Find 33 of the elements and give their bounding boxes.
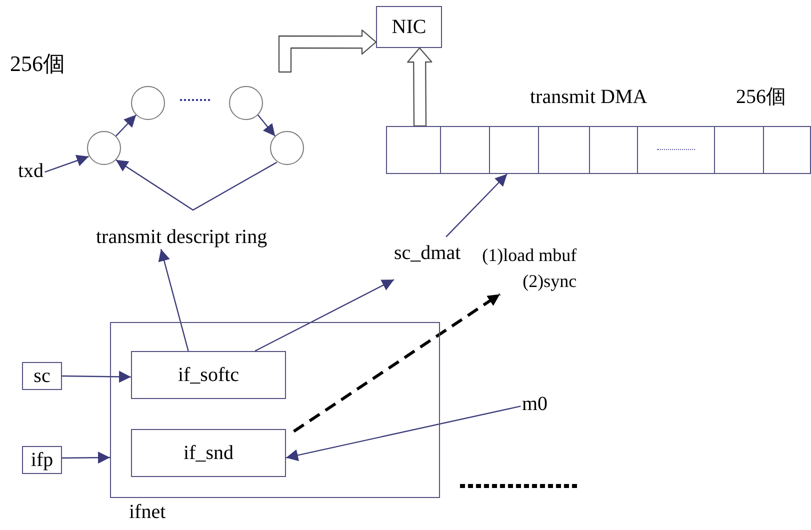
ring-slot-circle [87,131,121,165]
field-box: if_softc [131,351,286,399]
variable-box: sc [22,362,62,390]
ring-slot-circle [270,131,304,165]
hollow-arrow [407,47,432,127]
arrow [254,279,394,352]
step-note: (1)load mbuf (2)sync [481,244,577,294]
cluster [110,322,440,498]
text-label: 256個 [736,86,786,108]
arrow [115,114,137,137]
text-label: m0 [522,393,548,415]
arrow [257,114,276,136]
ring-slot-circle [131,86,165,120]
arrow [116,159,278,211]
text-label: 256個 [10,52,65,76]
field-box: if_snd [131,429,286,477]
hollow-arrow [278,30,377,73]
variable-box: ifp [22,446,62,474]
arrow [62,452,110,464]
variable-name: sc_dmat [394,242,461,264]
arrow [44,154,89,173]
text-label: transmit descript ring [96,226,268,248]
arrow [446,174,508,238]
text-label: txd [18,160,44,182]
container-title: ifnet [129,501,166,523]
text-label: transmit DMA [530,86,648,108]
device-box: NIC [376,6,442,48]
buffer-array [386,126,811,174]
arrow [62,370,131,383]
ring-slot-circle [229,86,263,120]
arrow [158,248,189,352]
arrow [286,406,521,462]
arrow [292,292,501,433]
